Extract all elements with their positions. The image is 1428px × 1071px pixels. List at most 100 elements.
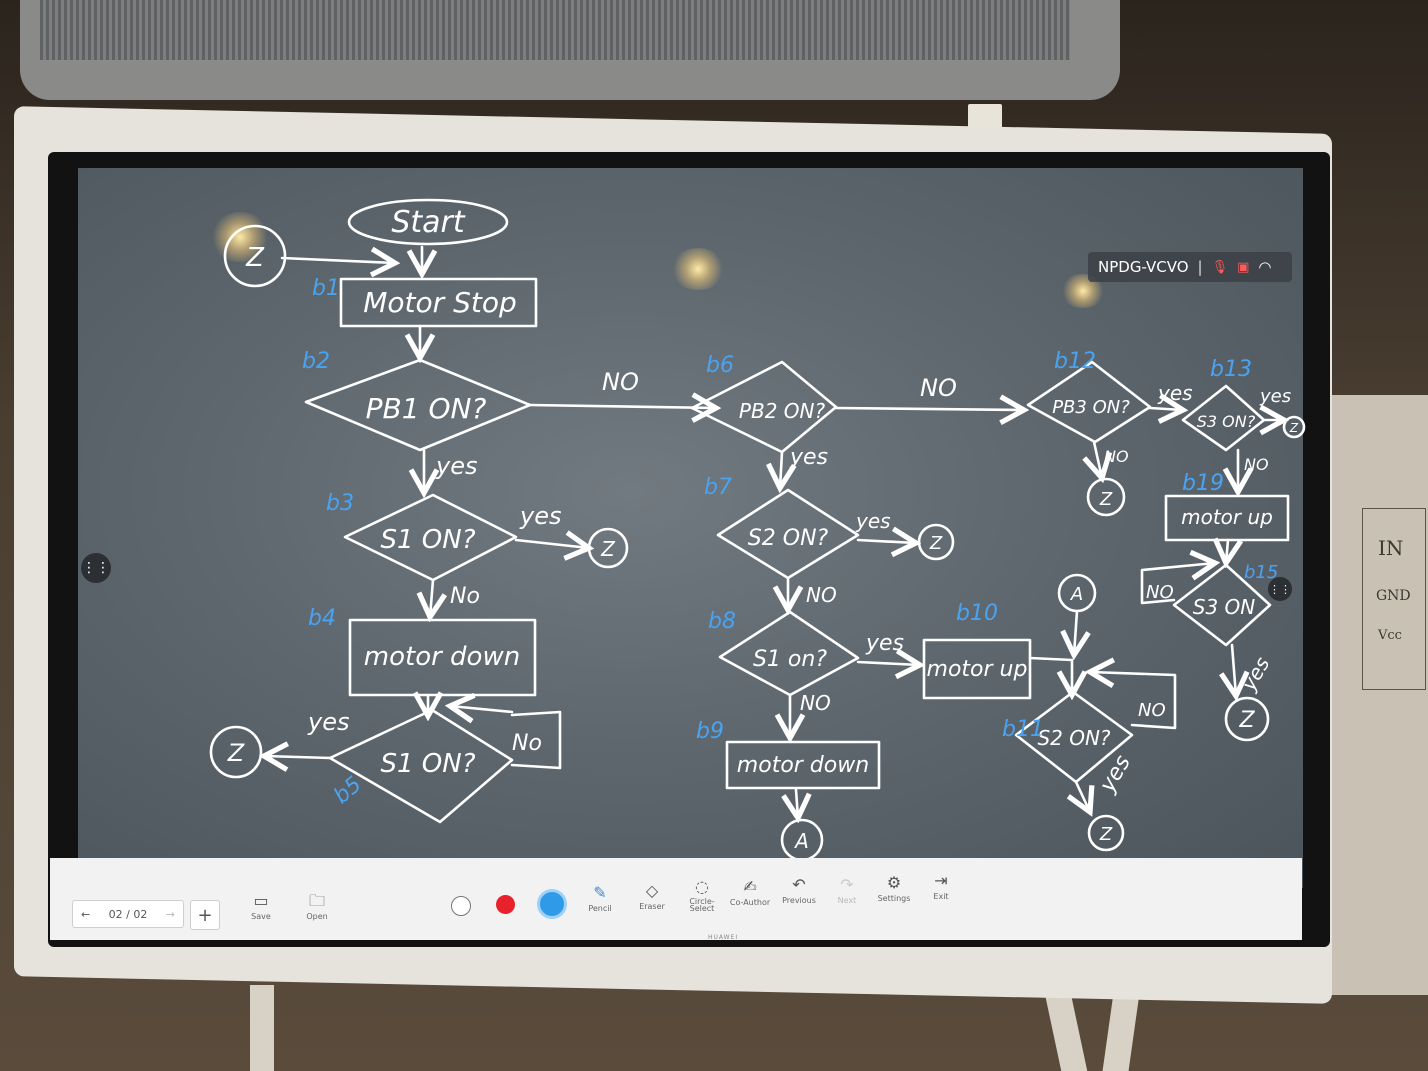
save-icon: ▭ — [253, 891, 269, 910]
co-author-label: Co-Author — [729, 898, 771, 907]
branch-no-label: NO — [1104, 447, 1129, 466]
s2-label-a: S2 ON? — [748, 526, 829, 551]
color-swatch-white[interactable] — [451, 896, 471, 916]
room-code: NPDG-VCVO — [1098, 258, 1189, 276]
connector-z-label: Z — [1099, 489, 1113, 510]
pb2-label: PB2 ON? — [739, 399, 826, 423]
s1-label-b: S1 ON? — [380, 749, 475, 779]
open-label: Open — [306, 912, 328, 921]
branch-yes-label: yes — [435, 452, 477, 480]
branch-yes-label: yes — [1157, 381, 1193, 405]
connector-z-label: Z — [1238, 708, 1255, 733]
next-label: Next — [837, 896, 857, 905]
device-brand: HUAWEI — [708, 934, 739, 941]
eraser-label: Eraser — [639, 902, 665, 911]
branch-no-label: No — [512, 731, 542, 756]
motor-stop-box — [339, 277, 538, 328]
block-label: b11 — [1002, 717, 1044, 742]
motor-stop-label: Motor Stop — [363, 286, 516, 319]
open-button[interactable]: 🗀 Open — [291, 890, 343, 921]
apps-grid-button[interactable]: ⋮⋮ — [81, 553, 111, 583]
exit-icon: ⇥ — [934, 871, 948, 890]
pencil-icon: ✎ — [593, 883, 607, 902]
branch-yes-label: yes — [1095, 751, 1136, 797]
redo-icon: ↷ — [840, 875, 854, 894]
block-label: b6 — [706, 353, 734, 378]
branch-yes-label: yes — [865, 631, 904, 656]
block-label: b4 — [308, 606, 336, 631]
motor-up-label-b: motor up — [1181, 505, 1273, 529]
branch-no-label: NO — [800, 691, 831, 715]
pb1-label: PB1 ON? — [366, 392, 487, 425]
s1-decision-b — [328, 708, 514, 824]
block-label: b3 — [326, 491, 354, 516]
pencil-tool[interactable]: ✎ Pencil — [574, 882, 626, 913]
next-button[interactable]: ↷ Next — [821, 874, 873, 905]
ceiling-light-reflection — [670, 248, 726, 290]
wifi-icon: ◠ — [1258, 258, 1272, 276]
wall-label-in: IN — [1378, 536, 1404, 560]
connector-z-label: Z — [1289, 421, 1299, 435]
wall-whiteboard — [1330, 395, 1428, 995]
connector-z-label: Z — [1099, 824, 1113, 845]
color-swatch-red[interactable] — [496, 895, 515, 914]
branch-no-label: No — [450, 584, 480, 609]
branch-yes-label: yes — [1259, 386, 1291, 407]
s2-decision-a — [716, 488, 860, 580]
block-label: b12 — [1054, 349, 1096, 374]
circle-select-tool[interactable]: ◌ Circle- Select — [676, 876, 728, 913]
eraser-tool[interactable]: ◇ Eraser — [626, 880, 678, 911]
arrow-left-icon[interactable]: ← — [81, 907, 91, 921]
ceiling-light-reflection — [210, 212, 270, 262]
block-label: b1 — [312, 276, 340, 301]
block-label: b10 — [956, 601, 998, 626]
wall-whiteboard-box — [1362, 508, 1426, 690]
s2-decision-b — [1014, 690, 1134, 784]
connector-a-label: A — [1070, 584, 1083, 605]
exit-button[interactable]: ⇥ Exit — [915, 870, 967, 901]
start-terminal — [347, 198, 509, 246]
s3-label-b: S3 ON — [1193, 595, 1256, 619]
add-page-button[interactable]: + — [190, 900, 220, 930]
motor-down-label-a: motor down — [364, 642, 520, 672]
branch-no-label: NO — [602, 368, 639, 396]
pencil-label: Pencil — [588, 904, 612, 913]
connector-z — [1087, 814, 1125, 852]
block-label: b7 — [704, 475, 732, 500]
block-label: b19 — [1182, 471, 1224, 496]
arrow-right-icon[interactable]: → — [165, 907, 175, 921]
folder-icon: 🗀 — [308, 891, 325, 910]
block-label: b2 — [302, 349, 330, 374]
lasso-icon: ◌ — [695, 877, 709, 896]
save-label: Save — [251, 912, 271, 921]
apps-grid-button[interactable]: ⋮⋮ — [1268, 577, 1292, 601]
previous-label: Previous — [782, 896, 816, 905]
pb3-label: PB3 ON? — [1052, 397, 1130, 418]
settings-button[interactable]: ⚙ Settings — [868, 872, 920, 903]
s2-label-b: S2 ON? — [1037, 726, 1110, 750]
branch-no-label: NO — [1146, 582, 1174, 603]
s3-label-a: S3 ON? — [1197, 412, 1256, 431]
s1-decision-a — [343, 493, 518, 582]
settings-label: Settings — [877, 894, 911, 903]
s1-decision-c — [718, 610, 860, 697]
eraser-icon: ◇ — [645, 881, 659, 900]
wall-label-gnd: GND — [1376, 588, 1411, 604]
status-indicator: NPDG-VCVO | 🎙︎ ▣ ◠ — [1088, 252, 1292, 282]
ceiling-vent — [40, 0, 1070, 60]
co-author-icon: ✍ — [743, 877, 757, 896]
exit-label: Exit — [933, 892, 949, 901]
block-label: b8 — [708, 609, 736, 634]
co-author-tool[interactable]: ✍ Co-Author — [724, 876, 776, 907]
connector-z-label: Z — [600, 537, 616, 561]
branch-no-label: NO — [920, 374, 957, 402]
previous-button[interactable]: ↶ Previous — [773, 874, 825, 905]
start-label: Start — [391, 205, 466, 240]
motor-down-label-b: motor down — [737, 753, 869, 778]
save-button[interactable]: ▭ Save — [235, 890, 287, 921]
color-swatch-blue[interactable] — [537, 889, 567, 919]
camera-off-icon: ▣ — [1237, 259, 1250, 275]
s1-label-c: S1 on? — [753, 647, 827, 672]
block-label: b15 — [1244, 562, 1278, 583]
block-label: b13 — [1210, 357, 1252, 382]
